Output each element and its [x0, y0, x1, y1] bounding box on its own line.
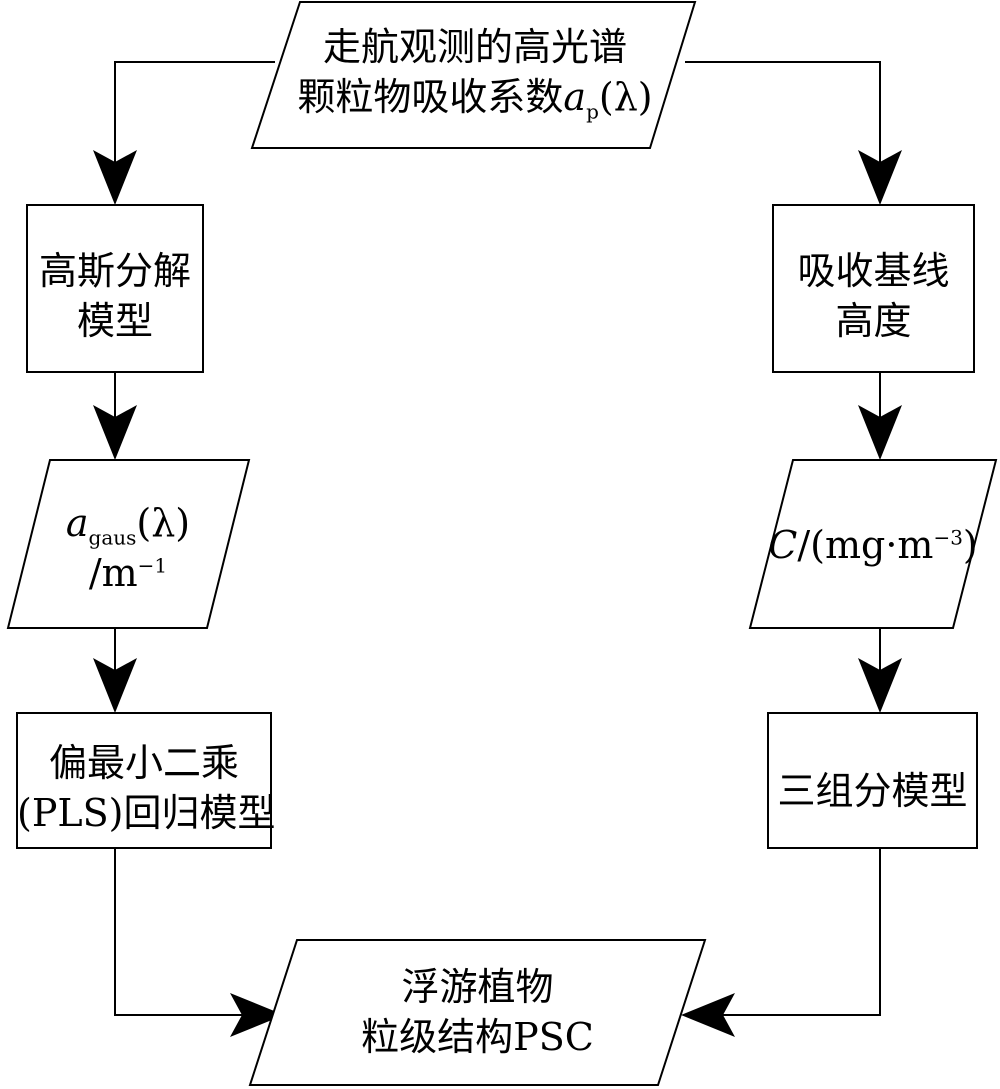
input-arg: (λ): [598, 75, 653, 119]
conc-unit-close: ): [962, 523, 978, 567]
arrowhead-icon: [230, 993, 284, 1037]
edge-input-to-baseline: [685, 61, 881, 170]
output-label: 浮游植物 粒级结构PSC: [250, 962, 705, 1062]
agaus-symbol: a: [65, 501, 89, 545]
input-line2: 颗粒物吸收系数ap(λ): [250, 72, 700, 122]
input-label: 走航观测的高光谱 颗粒物吸收系数ap(λ): [250, 22, 700, 122]
gauss-label: 高斯分解 模型: [27, 246, 203, 346]
conc-symbol: C: [768, 523, 798, 567]
edge-input-to-gauss: [114, 61, 275, 170]
input-symbol: a: [563, 75, 587, 119]
agaus-line1: agaus(λ): [8, 498, 248, 548]
arrowhead-icon: [858, 658, 902, 713]
agaus-unit: /m: [88, 551, 138, 595]
three-label: 三组分模型: [768, 766, 977, 816]
pls-label: 偏最小二乘 (PLS)回归模型: [17, 738, 276, 838]
arrowhead-icon: [93, 658, 137, 713]
conc-parallelogram: [748, 459, 998, 629]
pls-line2: (PLS)回归模型: [17, 791, 276, 835]
agaus-parallelogram: [6, 459, 251, 629]
three-box: [767, 712, 978, 849]
input-line2-text: 颗粒物吸收系数: [297, 75, 564, 119]
input-symbol-sub: p: [586, 99, 599, 124]
output-line1: 浮游植物: [401, 965, 554, 1009]
conc-unit-open: /(mg·m: [797, 523, 934, 567]
arrowhead-icon: [93, 405, 137, 460]
agaus-label: agaus(λ) /m−1: [8, 498, 248, 598]
edge-pls-to-output: [114, 848, 245, 1016]
pls-line1: 偏最小二乘: [48, 741, 239, 785]
gauss-line2: 模型: [76, 299, 153, 343]
agaus-unit-sup: −1: [137, 553, 168, 578]
baseline-box: [772, 204, 975, 373]
input-line1: 走航观测的高光谱: [322, 25, 627, 69]
baseline-label: 吸收基线 高度: [773, 246, 974, 346]
conc-unit-sup: −3: [933, 525, 963, 550]
arrowhead-icon: [93, 150, 137, 205]
baseline-line1: 吸收基线: [797, 249, 950, 293]
output-parallelogram: [248, 939, 707, 1086]
gauss-line1: 高斯分解: [38, 249, 191, 293]
agaus-arg: (λ): [136, 501, 191, 545]
arrowhead-icon: [858, 405, 902, 460]
baseline-line2: 高度: [835, 299, 912, 343]
arrowhead-icon: [681, 993, 735, 1037]
agaus-line2: /m−1: [8, 548, 248, 598]
conc-label: C/(mg·m−3): [752, 520, 994, 570]
input-parallelogram: [250, 1, 697, 149]
agaus-symbol-sub: gaus: [88, 525, 137, 550]
edge-three-to-output: [720, 848, 881, 1016]
three-line1: 三组分模型: [777, 769, 968, 813]
gauss-box: [26, 204, 204, 373]
output-line2: 粒级结构PSC: [361, 1015, 594, 1059]
pls-box: [16, 712, 272, 849]
conc-line1: C/(mg·m−3): [752, 520, 994, 570]
arrowhead-icon: [858, 150, 902, 205]
